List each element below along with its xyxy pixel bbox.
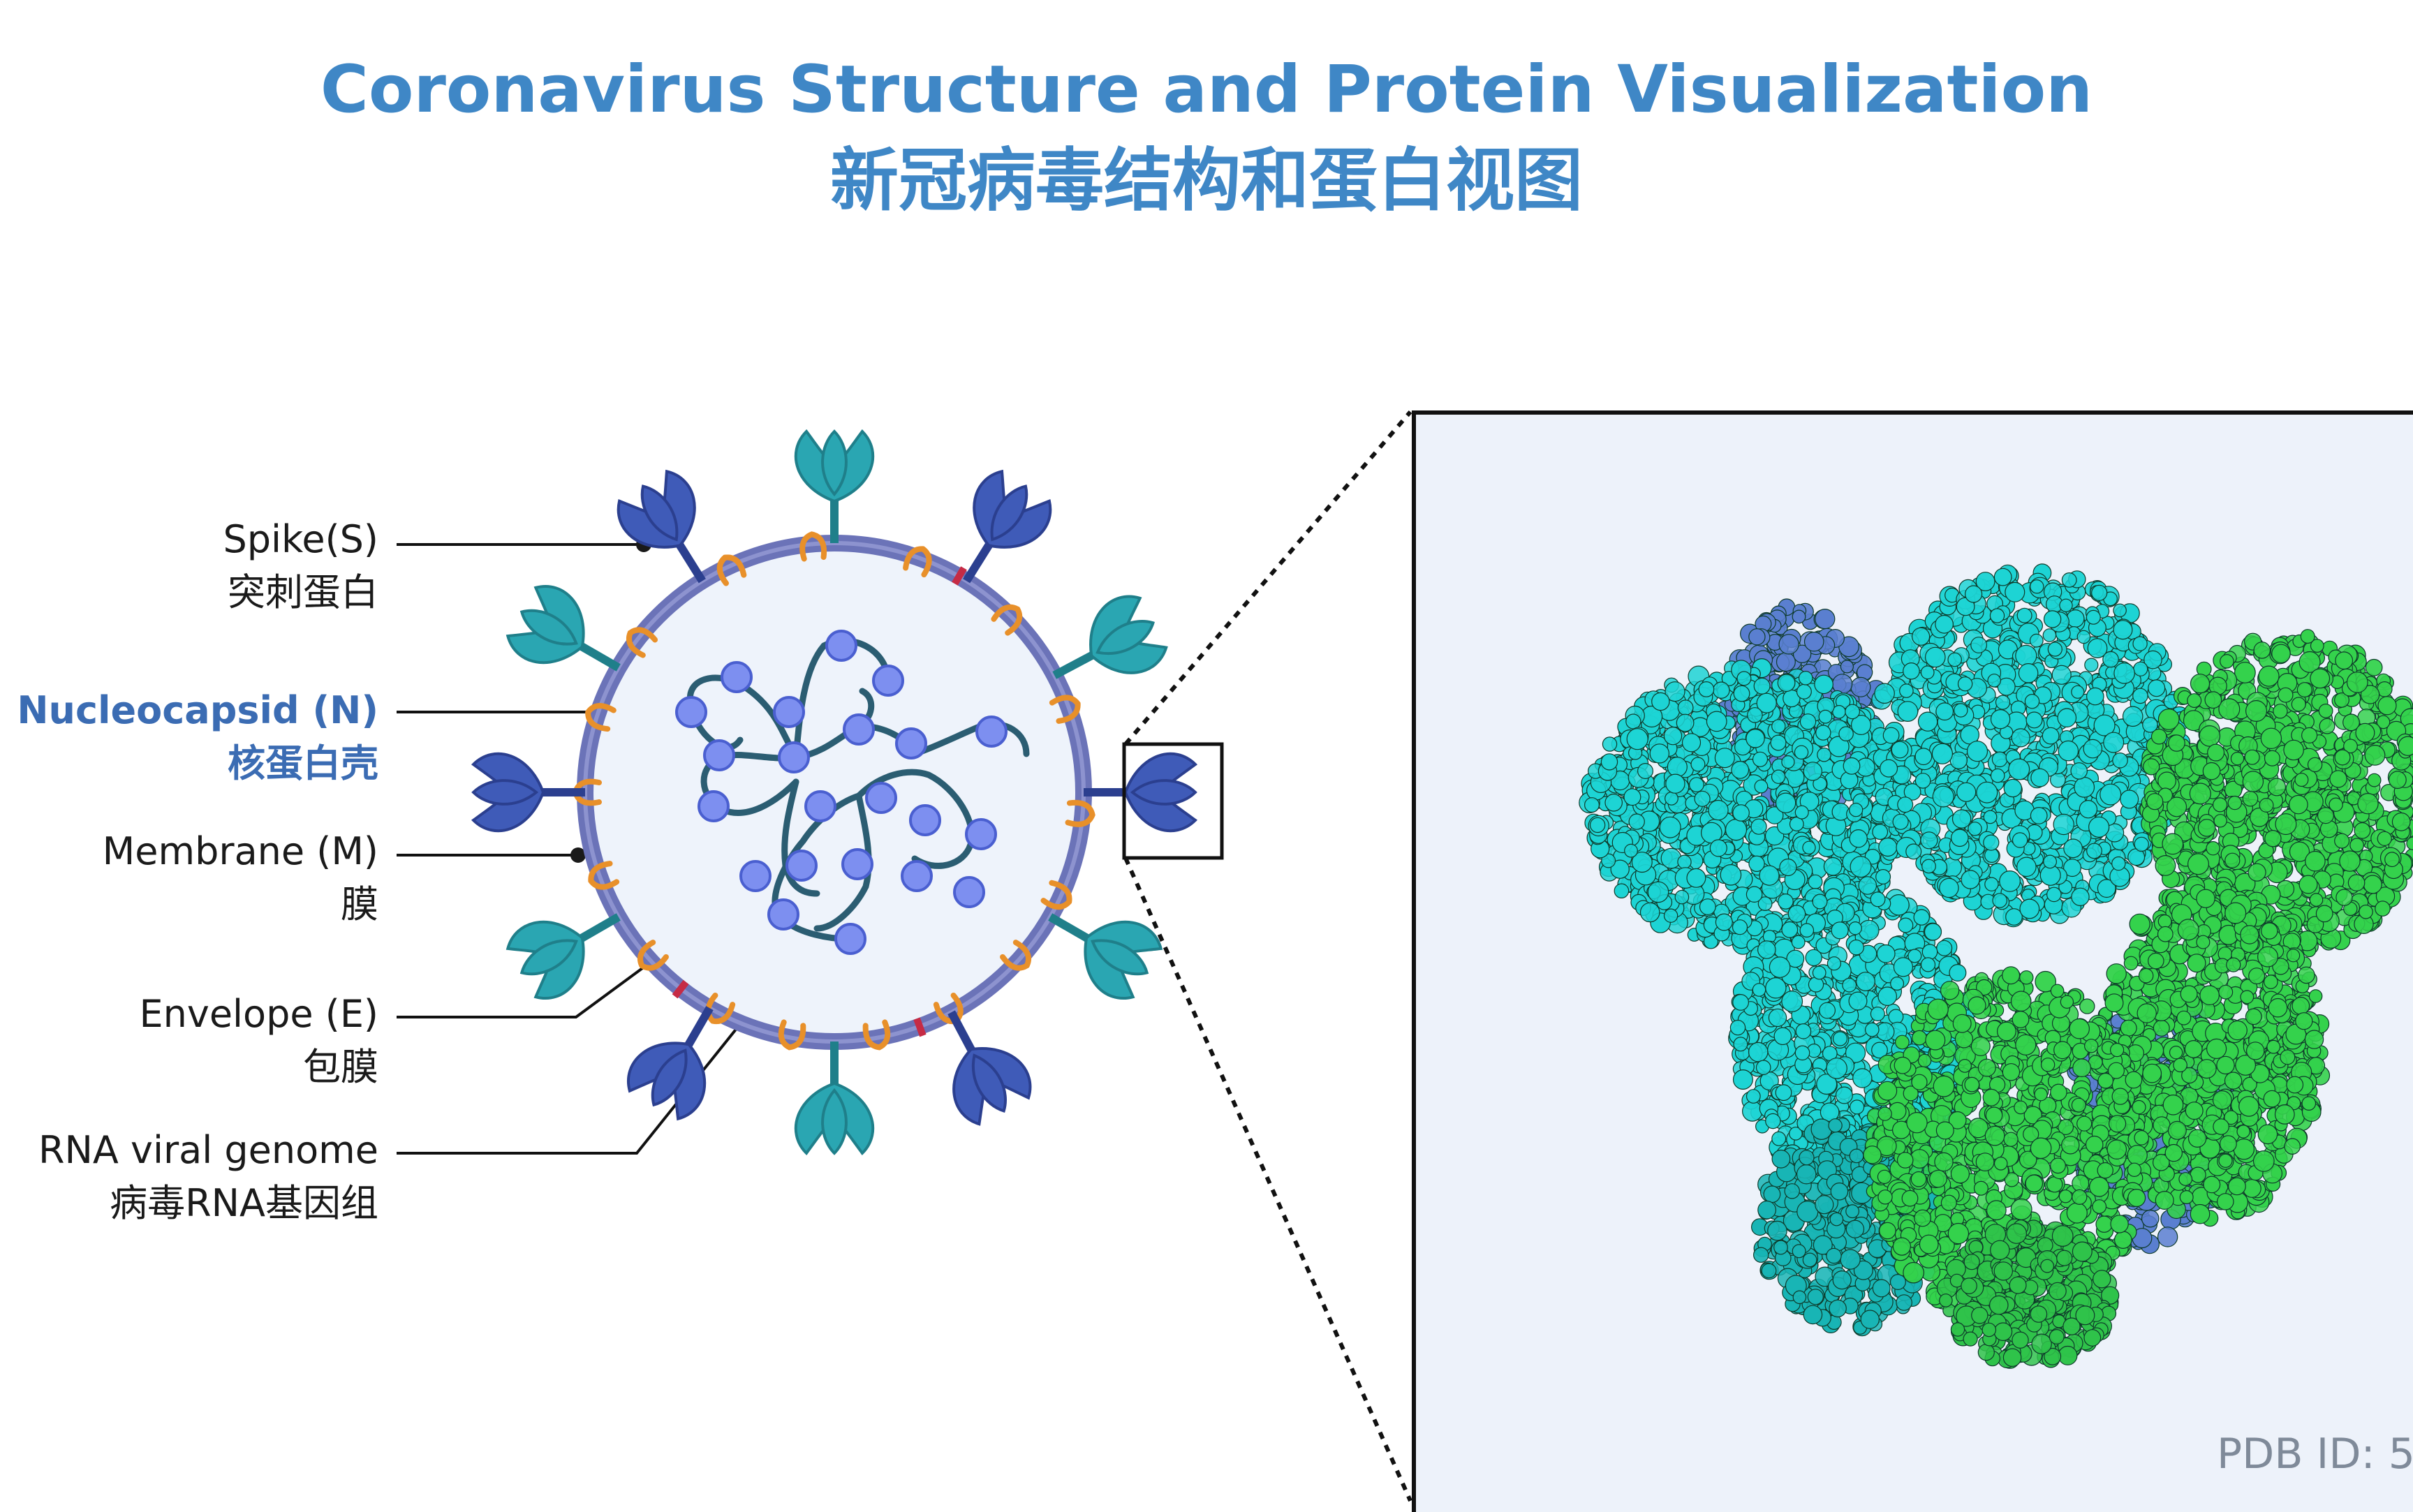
spike-protein bbox=[1084, 754, 1195, 831]
zoom-line-top bbox=[1126, 412, 1410, 744]
protein-chain bbox=[1872, 564, 2190, 927]
nucleocapsid-bead bbox=[843, 850, 872, 879]
spike-protein-render bbox=[1416, 415, 2413, 1512]
nucleocapsid-bead bbox=[827, 631, 856, 660]
nucleocapsid-bead bbox=[896, 729, 926, 758]
spike-protein bbox=[473, 754, 585, 831]
nucleocapsid-bead bbox=[774, 697, 804, 727]
zoom-line-bottom bbox=[1126, 858, 1410, 1501]
spike-protein bbox=[796, 1042, 873, 1153]
nucleocapsid-bead bbox=[902, 861, 931, 891]
nucleocapsid-bead bbox=[873, 666, 903, 695]
nucleocapsid-bead bbox=[977, 717, 1006, 746]
nucleocapsid-bead bbox=[844, 715, 873, 744]
pdb-id-label: PDB ID: 5 bbox=[2217, 1430, 2413, 1478]
nucleocapsid-bead bbox=[806, 792, 835, 821]
nucleocapsid-bead bbox=[704, 741, 734, 770]
nucleocapsid-bead bbox=[677, 697, 706, 727]
nucleocapsid-bead bbox=[866, 783, 896, 813]
nucleocapsid-bead bbox=[954, 877, 984, 907]
nucleocapsid-bead bbox=[699, 792, 728, 821]
nucleocapsid-bead bbox=[787, 851, 816, 880]
nucleocapsid-bead bbox=[722, 662, 751, 692]
nucleocapsid-bead bbox=[769, 900, 798, 929]
protein-panel bbox=[1412, 410, 2413, 1512]
nucleocapsid-bead bbox=[836, 924, 865, 954]
spike-protein bbox=[796, 431, 873, 543]
nucleocapsid-bead bbox=[741, 861, 770, 891]
nucleocapsid-bead bbox=[966, 820, 996, 849]
nucleocapsid-bead bbox=[779, 743, 809, 772]
nucleocapsid-bead bbox=[910, 806, 940, 835]
